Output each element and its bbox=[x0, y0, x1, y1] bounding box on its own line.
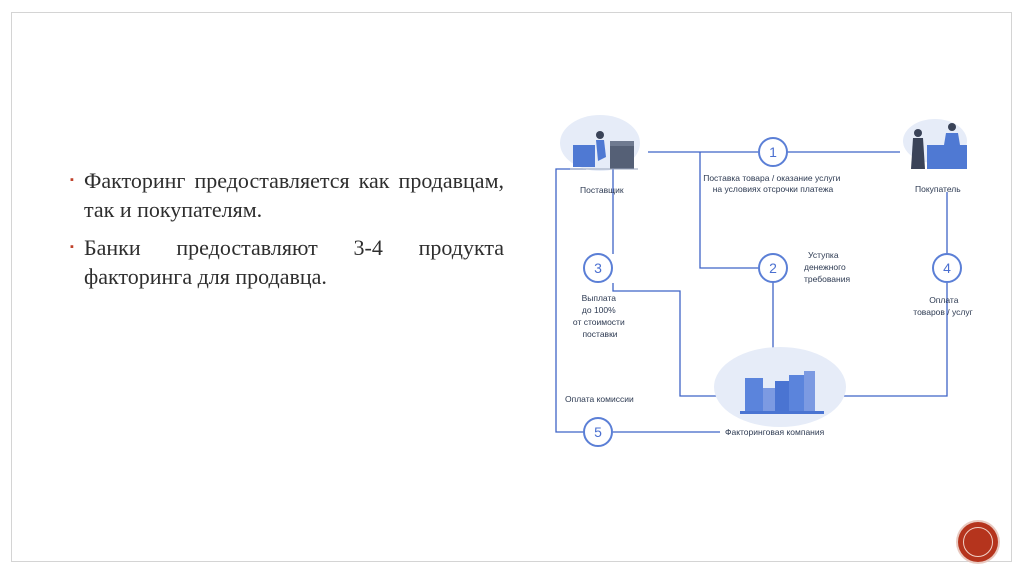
step-4-label: Оплата товаров / услуг bbox=[913, 295, 972, 317]
bullet-item: ▪ Факторинг предоставляется как продавца… bbox=[70, 166, 504, 224]
slide-frame bbox=[11, 12, 1012, 562]
bullet-marker-icon: ▪ bbox=[70, 174, 74, 186]
step-3-number: 3 bbox=[594, 260, 602, 276]
step-1: 1 bbox=[758, 137, 788, 167]
bullet-marker-icon: ▪ bbox=[70, 241, 74, 253]
step-1-label: Поставка товара / оказание услуги на усл… bbox=[703, 173, 843, 194]
factoring-company-label: Факторинговая компания bbox=[725, 427, 825, 437]
step-2: 2 bbox=[758, 253, 788, 283]
step-5-label: Оплата комиссии bbox=[565, 394, 634, 404]
step-3-label: Выплата до 100% от стоимости поставки bbox=[573, 293, 627, 339]
step-5: 5 bbox=[583, 417, 613, 447]
step-5-number: 5 bbox=[594, 424, 602, 440]
step-3: 3 bbox=[583, 253, 613, 283]
step-1-number: 1 bbox=[769, 144, 777, 160]
step-2-number: 2 bbox=[769, 260, 777, 276]
bullet-text: Факторинг предоставляется как продавцам,… bbox=[84, 168, 504, 222]
bullet-text: Банки предоставляют 3-4 продукта фактори… bbox=[84, 235, 504, 289]
factoring-diagram: Поставщик Покупатель Факторинговая компа… bbox=[555, 115, 973, 447]
supplier-illustration bbox=[560, 115, 640, 171]
supplier-label: Поставщик bbox=[580, 185, 624, 195]
factoring-company-illustration bbox=[714, 347, 846, 427]
buyer-label: Покупатель bbox=[915, 184, 961, 194]
step-4-number: 4 bbox=[943, 260, 951, 276]
bullet-list: ▪ Факторинг предоставляется как продавца… bbox=[70, 166, 504, 300]
buyer-illustration bbox=[903, 119, 967, 169]
slide-logo-badge bbox=[958, 522, 998, 562]
step-2-label: Уступка денежного требования bbox=[804, 250, 850, 284]
bullet-item: ▪ Банки предоставляют 3-4 продукта факто… bbox=[70, 233, 504, 291]
step-4: 4 bbox=[932, 253, 962, 283]
